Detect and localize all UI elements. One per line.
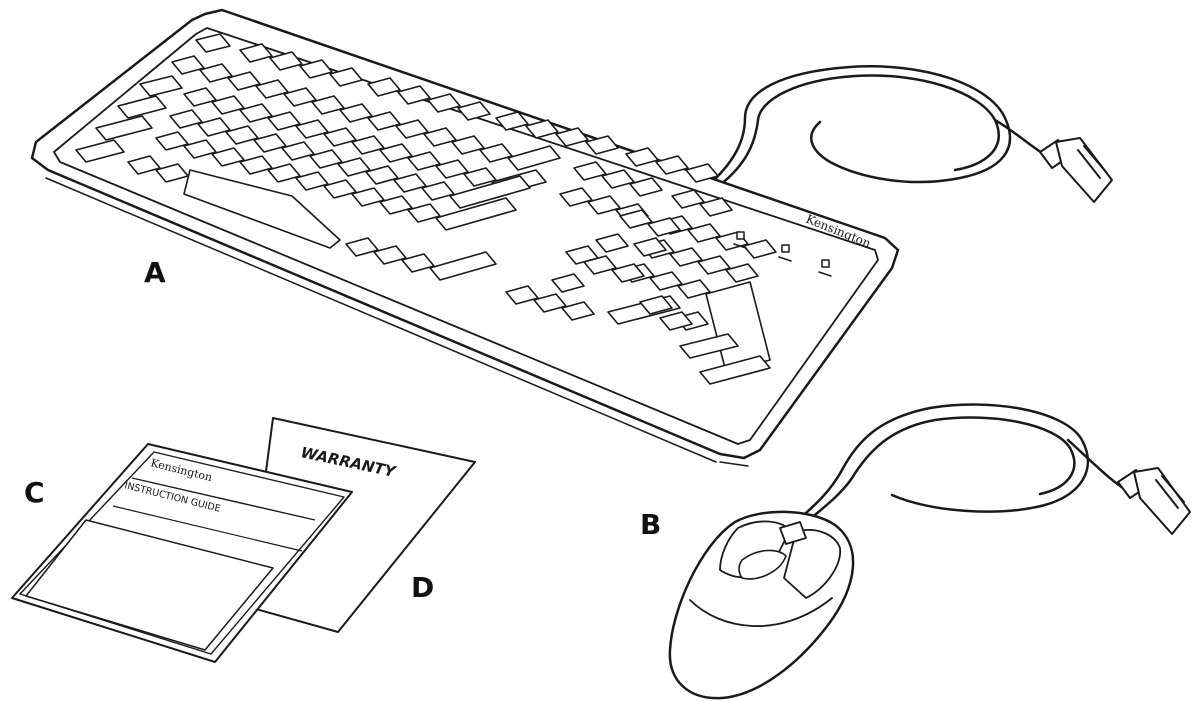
label-c: C [24,476,45,509]
mouse-usb-plug [1117,467,1191,535]
instruction-guide [11,443,353,663]
mouse-body-edge [689,597,833,627]
keyboard-keys [75,33,777,385]
keyboard-usb-plug [1039,137,1113,203]
keyboard-indicator-leds [733,231,832,277]
label-d: D [411,571,435,604]
keyboard-front-edge [45,177,749,467]
mouse [668,403,1191,700]
keyboard [30,8,1113,467]
keyboard-bezel [53,27,879,445]
keyboard-cable [710,65,1052,187]
mouse-thumb-panel [738,549,787,580]
label-a: A [144,256,166,289]
mouse-scroll-wheel [779,521,807,545]
mouse-cable [794,403,1128,528]
label-b: B [640,508,662,541]
mouse-right-button [783,529,841,599]
